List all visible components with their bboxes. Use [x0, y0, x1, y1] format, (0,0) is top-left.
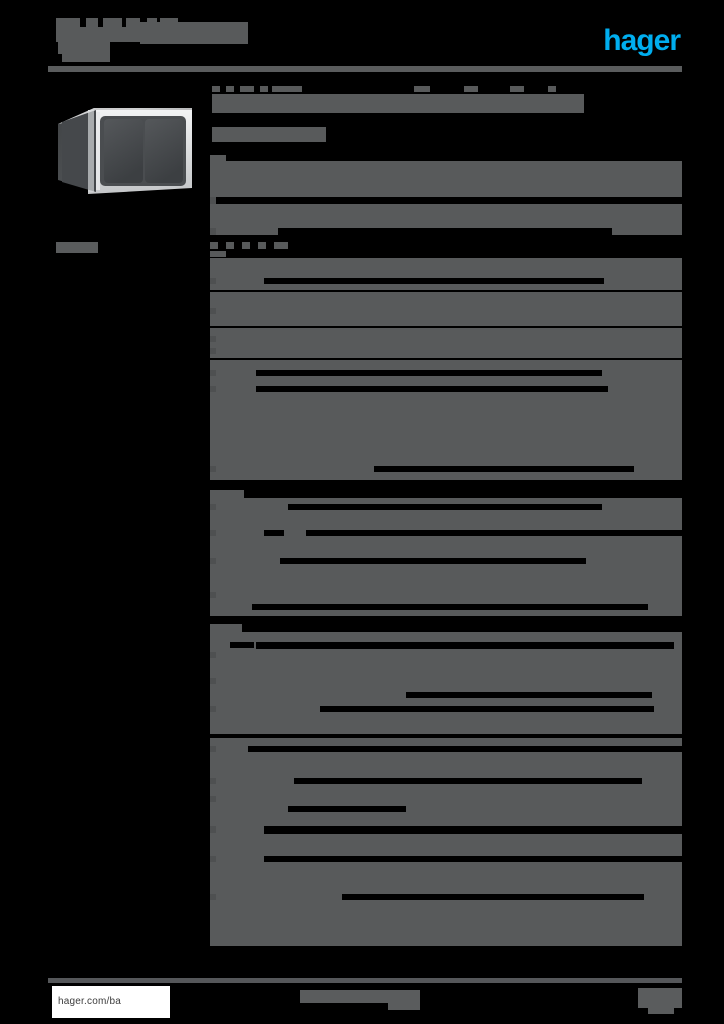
spec-row-redacted: [210, 866, 682, 918]
spec-row-gap: [264, 530, 284, 536]
spec-bullet-redacted: [210, 348, 216, 354]
leader-dot: [226, 242, 234, 249]
hager-logo: hager: [603, 24, 681, 57]
spec-bullet-redacted: [210, 197, 216, 204]
page-title-fragment: [272, 86, 302, 92]
spec-bullet-redacted: [210, 278, 216, 284]
spec-bullet-redacted: [210, 228, 216, 235]
spec-row-gap: [230, 642, 254, 648]
spec-row-gap: [288, 504, 602, 510]
product-photo-svg: [58, 108, 192, 194]
spec-row-gap: [256, 370, 602, 376]
spec-row-redacted: [210, 258, 682, 290]
footer-url-box: [52, 986, 170, 1018]
spec-bullet-redacted: [210, 308, 216, 314]
leader-dot: [210, 242, 218, 249]
leader-dot: [258, 242, 266, 249]
page-title-fragment: [414, 86, 430, 92]
spec-row-gap: [264, 826, 682, 834]
spec-row-gap: [342, 894, 644, 900]
header-title-fragment: [103, 18, 122, 27]
spec-row-redacted: [210, 550, 682, 578]
spec-value-redacted: [232, 400, 250, 408]
spec-paragraph-redacted: [210, 632, 682, 734]
spec-bullet-redacted: [210, 746, 216, 752]
spec-bullet-redacted: [210, 336, 216, 342]
spec-row-redacted: [210, 328, 682, 358]
spec-row-redacted: [210, 788, 682, 814]
spec-bullet-redacted: [210, 826, 216, 833]
footer-center-redacted: [388, 1000, 420, 1010]
spec-bullet-redacted: [210, 592, 216, 598]
spec-bullet-redacted: [210, 466, 216, 472]
page-title-fragment: [548, 86, 556, 92]
spec-row-redacted: [210, 524, 682, 550]
spec-bullet-redacted: [210, 530, 216, 536]
footer-divider: [48, 978, 682, 983]
spec-row-gap: [256, 386, 608, 392]
spec-row-redacted: [210, 578, 682, 616]
product-photo: [52, 86, 200, 208]
product-reference-redacted: [56, 242, 98, 253]
page-title-fragment: [240, 86, 254, 92]
header-title-fragment: [86, 18, 98, 27]
spec-row-gap: [256, 642, 674, 649]
spec-bullet-redacted: [210, 558, 216, 564]
spec-bullet-redacted: [210, 370, 216, 376]
spec-row-gap: [264, 278, 604, 284]
spec-bullet-redacted: [210, 796, 216, 802]
page-title-bar: [212, 94, 584, 113]
header-divider: [48, 66, 682, 72]
spec-bullet-redacted: [210, 678, 216, 684]
page-title-fragment: [510, 86, 524, 92]
leader-dot: [274, 242, 288, 249]
spec-row-gap: [278, 228, 612, 235]
header-title-fragment: [126, 18, 140, 27]
spec-row-gap: [288, 806, 406, 812]
spec-row-gap: [264, 856, 682, 862]
header-title-fragment: [56, 27, 186, 42]
spec-row-gap: [254, 197, 682, 204]
footer-center-redacted: [300, 990, 420, 1003]
spec-row-redacted: [210, 161, 682, 197]
spec-row-gap: [306, 530, 682, 536]
spec-row-redacted: [210, 498, 682, 524]
footer-page-number-redacted: [638, 988, 682, 1008]
spec-section-label: [210, 624, 242, 632]
page-title-fragment: [260, 86, 268, 92]
page-title-fragment: [226, 86, 234, 92]
spec-row-gap: [320, 706, 654, 712]
spec-bullet-redacted: [210, 856, 216, 862]
spec-row-gap: [294, 778, 642, 784]
spec-row-gap: [248, 746, 682, 752]
header-subtitle-fragment: [62, 54, 110, 62]
header-title-fragment: [56, 18, 80, 27]
spec-bullet-redacted: [210, 386, 216, 392]
spec-row-redacted: [210, 292, 682, 326]
spec-row-gap: [374, 466, 634, 472]
page-title-fragment: [464, 86, 478, 92]
footer-url-link[interactable]: hager.com/ba: [58, 996, 121, 1007]
header-subtitle-fragment: [58, 42, 110, 54]
spec-row-redacted: [210, 918, 682, 946]
spec-row-gap: [252, 604, 648, 610]
spec-label-redacted: [210, 251, 226, 257]
spec-bullet-redacted: [210, 706, 216, 712]
spec-row-gap: [280, 558, 586, 564]
spec-bullet-redacted: [210, 652, 216, 658]
footer-page-number-redacted: [648, 1006, 674, 1014]
spec-section-label: [210, 490, 244, 498]
spec-bullet-redacted: [210, 504, 216, 510]
page-subtitle-redacted: [212, 127, 326, 142]
page-title-fragment: [212, 86, 220, 92]
spec-row-redacted: [210, 762, 682, 788]
leader-dot: [242, 242, 250, 249]
spec-row-gap: [406, 692, 652, 698]
spec-label-redacted: [210, 155, 226, 161]
spec-bullet-redacted: [210, 894, 216, 900]
specification-table: [210, 86, 682, 946]
spec-bullet-redacted: [210, 778, 216, 784]
